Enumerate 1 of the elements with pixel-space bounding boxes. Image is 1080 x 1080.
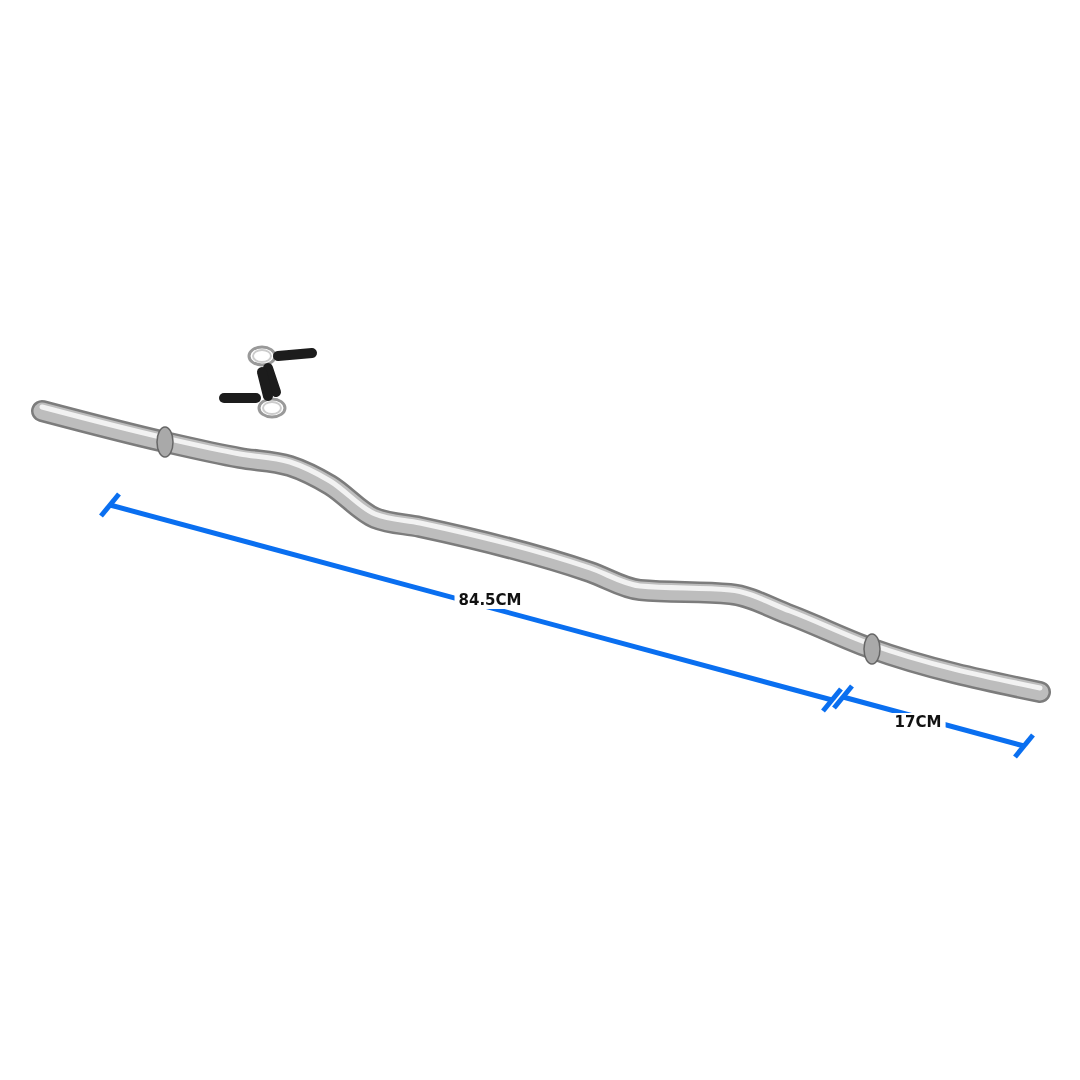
- dimension-label: 17CM: [890, 713, 946, 731]
